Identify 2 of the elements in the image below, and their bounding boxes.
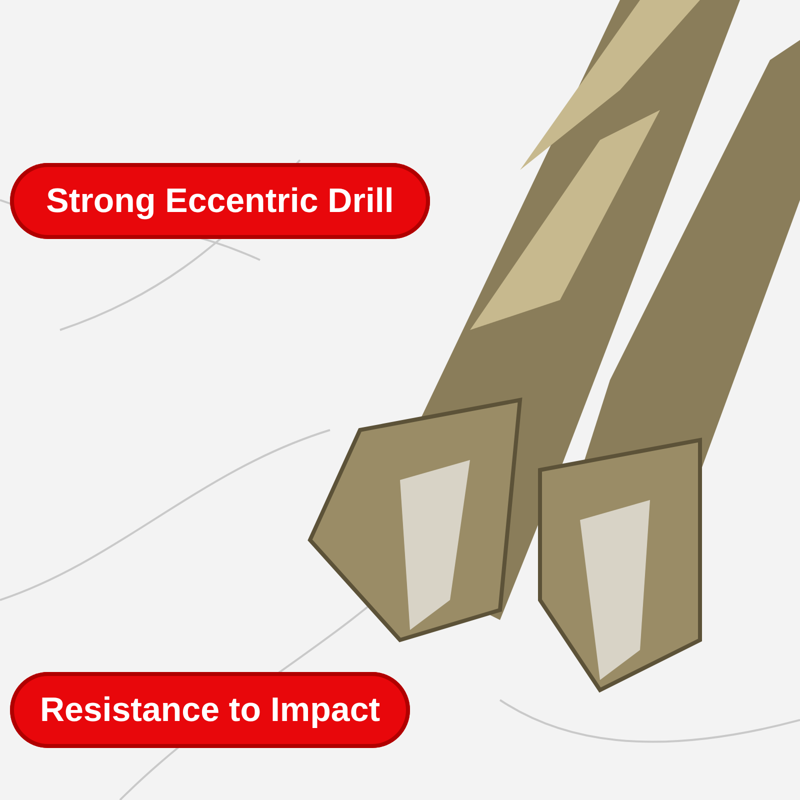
feature-banner: Resistance to Impact [10, 672, 410, 748]
feature-banner: Strong Eccentric Drill [10, 163, 430, 239]
